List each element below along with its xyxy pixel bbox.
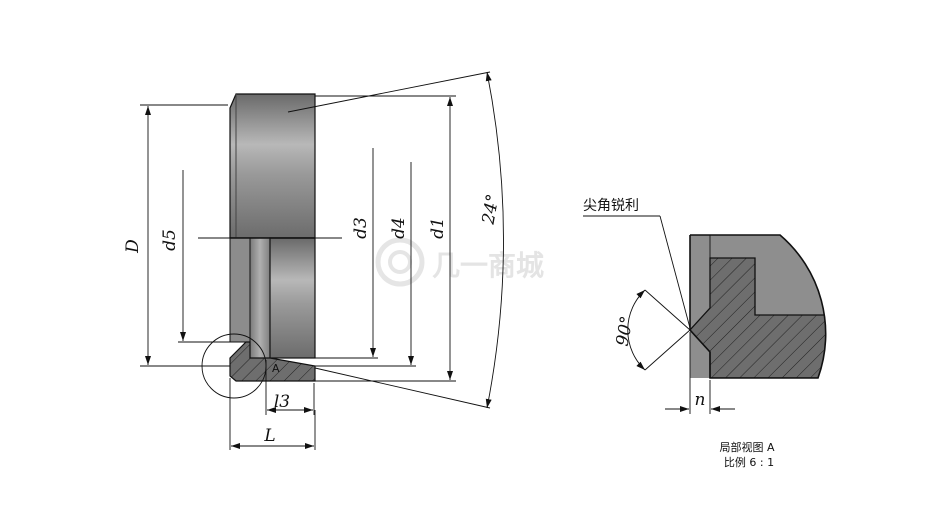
label-D: D	[123, 239, 143, 254]
watermark: 几一商城	[375, 237, 544, 287]
label-d1: d1	[428, 217, 448, 239]
watermark-text: 几一商城	[432, 249, 544, 282]
detail-hatch	[690, 257, 826, 378]
label-d4: d4	[389, 217, 409, 239]
label-L: L	[263, 426, 275, 446]
section-hatch	[229, 341, 316, 382]
label-l3: l3	[274, 392, 290, 412]
detail-marker-A: A	[272, 362, 280, 375]
bore-right	[269, 237, 316, 359]
detail-view-A: 尖角锐利 90° n 局部视图 A 比例 6 : 1	[583, 198, 827, 469]
nut-body-upper	[229, 93, 316, 239]
main-view: D d5 d3 d4 d1 24° A l3 L	[123, 71, 504, 450]
detail-caption-title: 局部视图 A	[719, 440, 774, 454]
label-n: n	[695, 390, 706, 410]
label-angle-90: 90°	[613, 315, 638, 348]
label-d3: d3	[351, 217, 371, 239]
note-sharp-corner: 尖角锐利	[583, 198, 639, 214]
label-d5: d5	[160, 229, 180, 251]
label-angle-24: 24°	[478, 193, 503, 227]
detail-caption-scale: 比例 6 : 1	[724, 455, 774, 469]
bore-left	[229, 237, 251, 343]
